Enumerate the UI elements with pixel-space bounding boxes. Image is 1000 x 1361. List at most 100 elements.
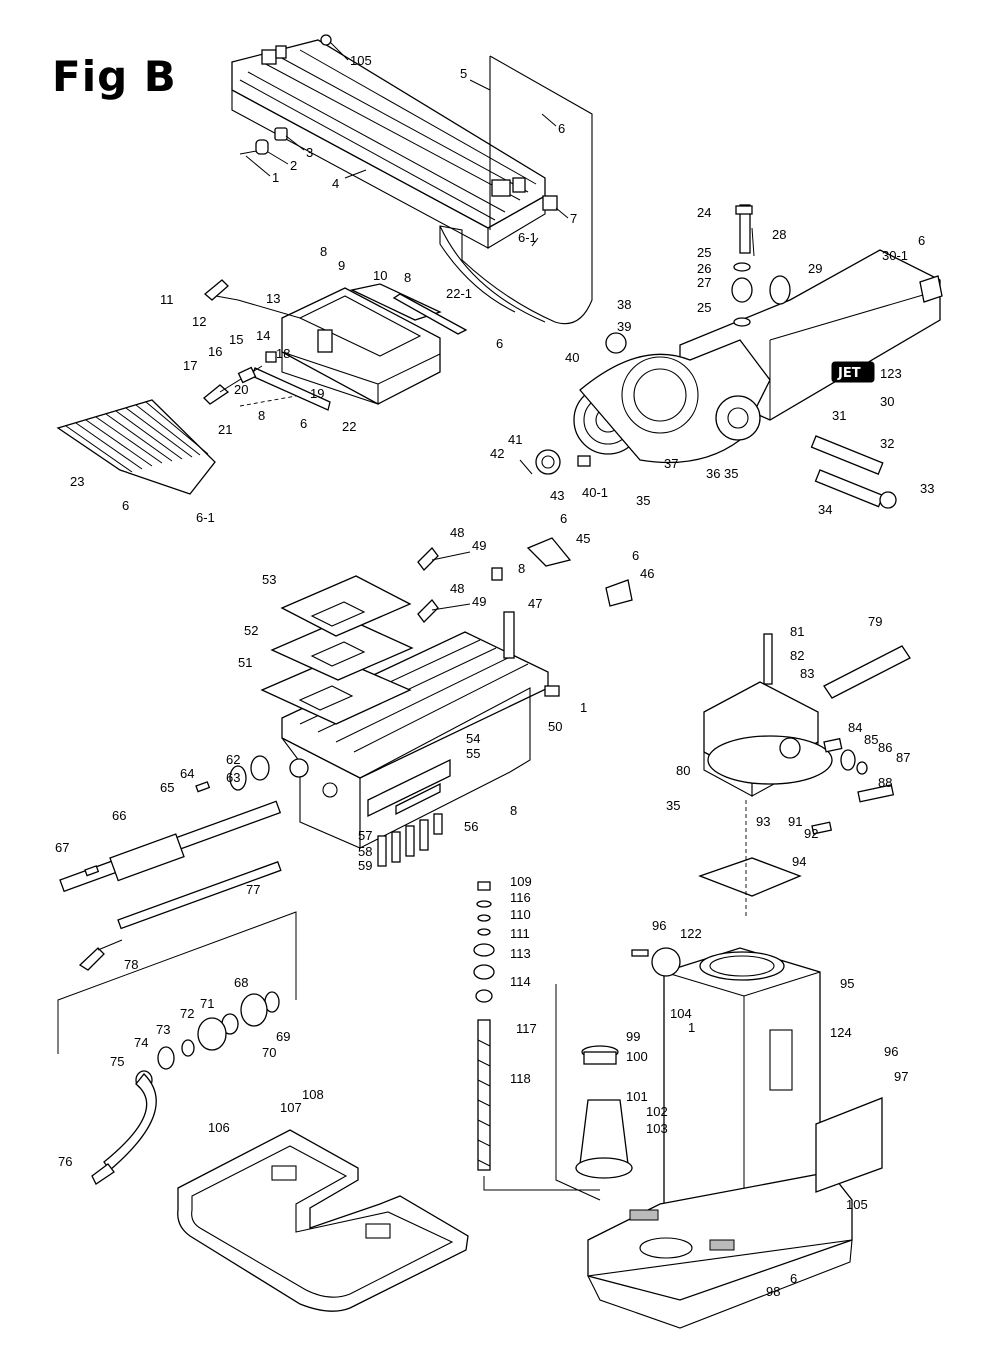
callout-label: 94 <box>792 854 806 869</box>
callout-label: 13 <box>266 291 280 306</box>
callout-label: 96 <box>652 918 666 933</box>
callout-label: 55 <box>466 746 480 761</box>
callout-label: 75 <box>110 1054 124 1069</box>
callout-label: 26 <box>697 261 711 276</box>
callout-label: 76 <box>58 1154 72 1169</box>
callout-label: 56 <box>464 819 478 834</box>
callout-label: 6 <box>300 416 307 431</box>
callout-label: 71 <box>200 996 214 1011</box>
parts-1-3 <box>239 127 558 211</box>
callout-label: 104 <box>670 1006 692 1021</box>
callout-label: 98 <box>766 1284 780 1299</box>
callout-label: 24 <box>697 205 711 220</box>
callout-label: 88 <box>878 775 892 790</box>
callout-label: 68 <box>234 975 248 990</box>
callout-label: 6 <box>918 233 925 248</box>
callout-label: 110 <box>510 907 531 922</box>
callout-label: 77 <box>246 882 260 897</box>
callout-label: 6 <box>496 336 503 351</box>
callout-label: 99 <box>626 1029 640 1044</box>
callout-label: 106 <box>208 1120 230 1135</box>
callout-label: 65 <box>160 780 174 795</box>
callout-label: 107 <box>280 1100 302 1115</box>
callout-label: 54 <box>466 731 480 746</box>
callout-labels: 105 5 6 3 2 1 4 7 6-1 24 28 6 30-1 25 29… <box>55 41 934 1299</box>
chip-pan-106 <box>177 1129 469 1312</box>
callout-label: 36 <box>706 466 720 481</box>
callout-label: 103 <box>646 1121 668 1136</box>
callout-label: 111 <box>510 926 530 941</box>
callout-label: 14 <box>256 328 270 343</box>
callout-label: 85 <box>864 732 878 747</box>
callout-label: 6 <box>560 511 567 526</box>
callout-label: 40 <box>565 350 579 365</box>
callout-label: 48 <box>450 525 464 540</box>
callout-label: 6 <box>632 548 639 563</box>
callout-label: 43 <box>550 488 564 503</box>
callout-label: 8 <box>510 803 517 818</box>
callout-label: 113 <box>510 946 531 961</box>
callout-label: 18 <box>276 346 290 361</box>
callout-label: 50 <box>548 719 562 734</box>
vise-assembly <box>698 633 911 918</box>
callout-label: 63 <box>226 770 240 785</box>
callout-label: 12 <box>192 314 206 329</box>
callout-label: 123 <box>880 366 902 381</box>
callout-label: 27 <box>697 275 711 290</box>
elevating-screw <box>473 881 600 1191</box>
callout-label: 57 <box>358 828 372 843</box>
callout-label: 45 <box>576 531 590 546</box>
brand-logo: JET <box>837 366 861 381</box>
callout-label: 62 <box>226 752 240 767</box>
callout-label: 15 <box>229 332 243 347</box>
leadscrew-parts <box>59 755 282 971</box>
callout-label: 73 <box>156 1022 170 1037</box>
callout-label: 114 <box>510 974 531 989</box>
callout-label: 52 <box>244 623 258 638</box>
callout-label: 35 <box>636 493 650 508</box>
callout-label: 37 <box>664 456 678 471</box>
callout-label: 8 <box>518 561 525 576</box>
callout-label: 78 <box>124 957 138 972</box>
callout-label: 3 <box>306 145 313 160</box>
callout-label: 31 <box>832 408 846 423</box>
callout-label: 108 <box>302 1087 324 1102</box>
callout-label: 38 <box>617 297 631 312</box>
callout-label: 29 <box>808 261 822 276</box>
callout-label: 46 <box>640 566 654 581</box>
callout-label: 96 <box>884 1044 898 1059</box>
callout-label: 1 <box>580 700 587 715</box>
callout-label: 1 <box>688 1020 695 1035</box>
callout-label: 92 <box>804 826 818 841</box>
callout-label: 6 <box>558 121 565 136</box>
callout-label: 49 <box>472 594 486 609</box>
chip-guard-23 <box>56 399 216 495</box>
callout-label: 11 <box>160 292 174 307</box>
callout-label: 25 <box>697 300 711 315</box>
callout-label: 97 <box>894 1069 908 1084</box>
callout-label: 41 <box>508 432 522 447</box>
callout-label: 33 <box>920 481 934 496</box>
callout-label: 95 <box>840 976 854 991</box>
callout-label: 35 <box>724 466 738 481</box>
callout-label: 6 <box>122 498 129 513</box>
callout-label: 80 <box>676 763 690 778</box>
callout-label: 69 <box>276 1029 290 1044</box>
callout-label: 8 <box>320 244 327 259</box>
callout-label: 2 <box>290 158 297 173</box>
callout-label: 53 <box>262 572 276 587</box>
callout-label: 19 <box>310 386 324 401</box>
saddle-assembly <box>203 279 468 411</box>
callout-label: 87 <box>896 750 910 765</box>
knee-assembly <box>260 537 633 867</box>
callout-label: 48 <box>450 581 464 596</box>
callout-label: 91 <box>788 814 802 829</box>
callout-label: 64 <box>180 766 194 781</box>
table-assembly <box>231 34 546 249</box>
callout-label: 79 <box>868 614 882 629</box>
callout-label: 39 <box>617 319 631 334</box>
callout-label: 35 <box>666 798 680 813</box>
callout-label: 28 <box>772 227 786 242</box>
callout-label: 7 <box>570 211 577 226</box>
callout-label: 122 <box>680 926 702 941</box>
